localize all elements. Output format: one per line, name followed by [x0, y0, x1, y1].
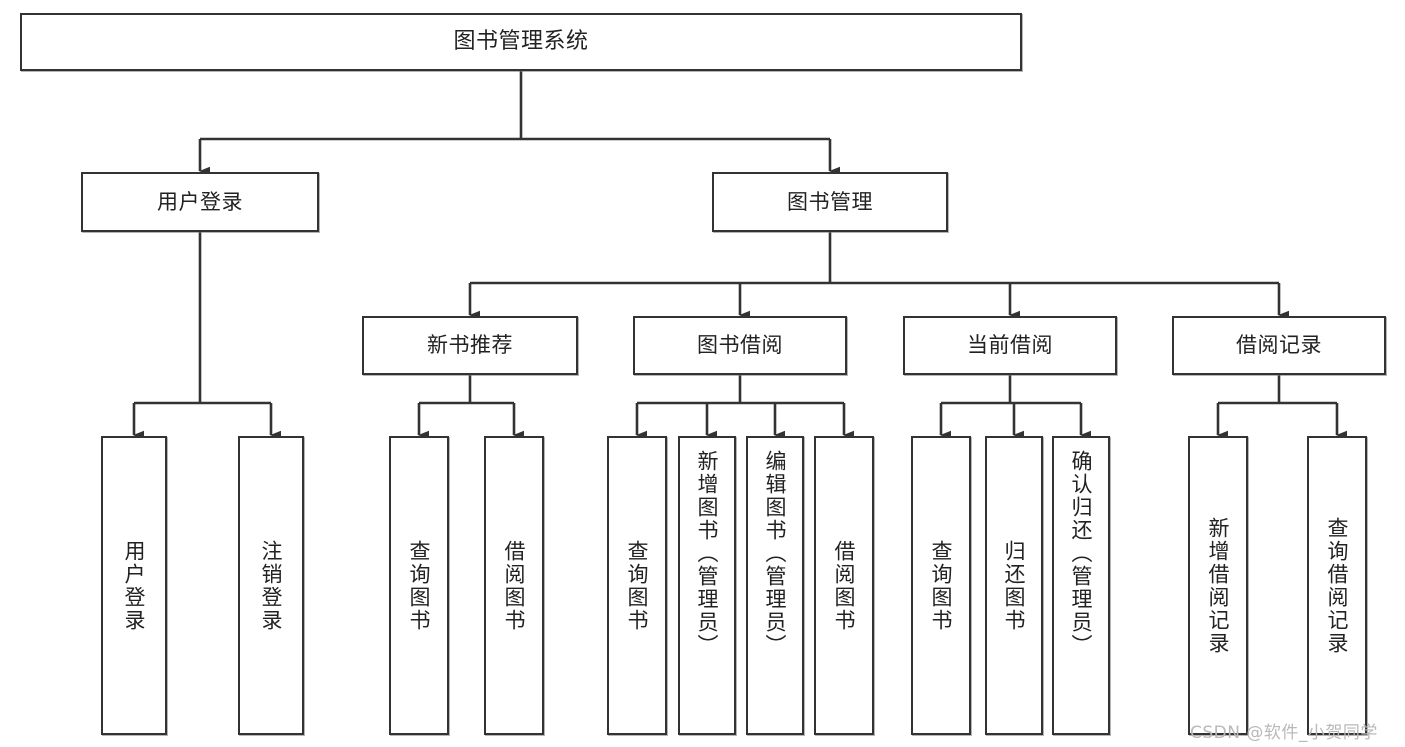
node-label: 新书推荐 — [427, 333, 513, 358]
node-label: 新增借阅记录 — [1206, 516, 1231, 655]
leaf-query-borrowing-record[interactable]: 查询借阅记录 — [1307, 436, 1367, 735]
node-label: 确认归还（管理员） — [1069, 450, 1094, 657]
node-label: 借阅图书 — [832, 539, 857, 632]
leaf-query-book-current[interactable]: 查询图书 — [911, 436, 971, 735]
node-label: 图书管理系统 — [453, 29, 589, 55]
node-label: 图书管理 — [787, 189, 873, 214]
leaf-query-book-borrowing[interactable]: 查询图书 — [607, 436, 667, 735]
leaf-borrow-book-borrowing[interactable]: 借阅图书 — [814, 436, 874, 735]
node-root-system[interactable]: 图书管理系统 — [20, 13, 1022, 71]
leaf-user-login[interactable]: 用户登录 — [101, 436, 167, 735]
node-label: 查询图书 — [625, 539, 650, 632]
node-current-borrowing[interactable]: 当前借阅 — [903, 316, 1117, 375]
leaf-borrow-book-recommendation[interactable]: 借阅图书 — [484, 436, 544, 735]
leaf-add-borrowing-record[interactable]: 新增借阅记录 — [1188, 436, 1248, 735]
leaf-user-logout[interactable]: 注销登录 — [238, 436, 304, 735]
node-label: 查询借阅记录 — [1325, 516, 1350, 655]
leaf-edit-book-admin[interactable]: 编辑图书（管理员） — [746, 436, 804, 735]
node-label: 用户登录 — [157, 189, 243, 214]
node-borrowing-records[interactable]: 借阅记录 — [1172, 316, 1386, 375]
node-label: 图书借阅 — [697, 333, 783, 358]
leaf-return-book[interactable]: 归还图书 — [985, 436, 1043, 735]
node-label: 用户登录 — [122, 539, 147, 632]
node-label: 归还图书 — [1002, 539, 1027, 632]
node-label: 新增图书（管理员） — [695, 450, 720, 657]
node-label: 借阅图书 — [502, 539, 527, 632]
csdn-watermark: CSDN @软件_小贺同学 — [1190, 723, 1378, 743]
node-book-management[interactable]: 图书管理 — [712, 172, 948, 232]
node-label: 当前借阅 — [967, 333, 1053, 358]
node-label: 查询图书 — [407, 539, 432, 632]
leaf-confirm-return-admin[interactable]: 确认归还（管理员） — [1052, 436, 1110, 735]
node-label: 注销登录 — [259, 539, 284, 632]
node-label: 查询图书 — [929, 539, 954, 632]
node-book-borrowing[interactable]: 图书借阅 — [633, 316, 847, 375]
node-new-book-recommendation[interactable]: 新书推荐 — [362, 316, 578, 375]
node-label: 编辑图书（管理员） — [763, 450, 788, 657]
leaf-query-book-recommendation[interactable]: 查询图书 — [389, 436, 449, 735]
leaf-add-book-admin[interactable]: 新增图书（管理员） — [678, 436, 736, 735]
node-label: 借阅记录 — [1236, 333, 1322, 358]
node-user-login[interactable]: 用户登录 — [81, 172, 319, 232]
